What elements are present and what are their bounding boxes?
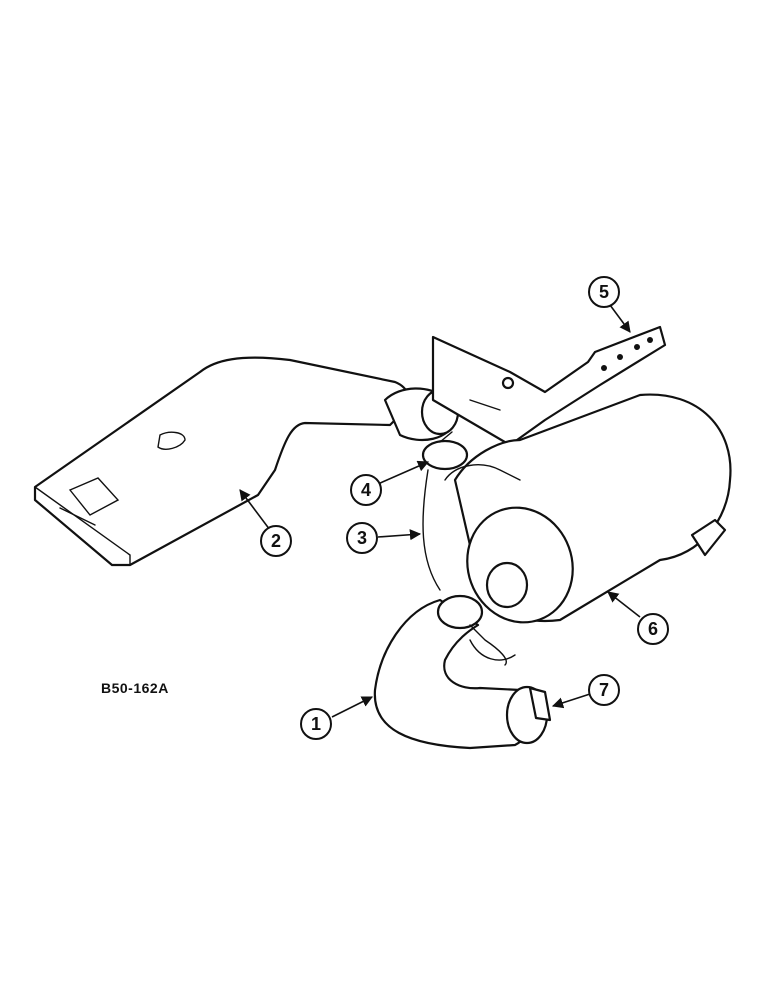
hose-clamp-upper	[421, 431, 469, 471]
callout-label-5: 5	[599, 282, 609, 302]
drawing-reference-code: B50-162A	[101, 680, 169, 696]
callout-label-3: 3	[357, 528, 367, 548]
callout-label-6: 6	[648, 619, 658, 639]
callout-4: 4	[350, 474, 382, 506]
callout-3: 3	[346, 522, 378, 554]
callout-label-7: 7	[599, 680, 609, 700]
leader-line-1	[331, 696, 374, 718]
leader-line-3	[377, 529, 422, 541]
leader-line-7	[551, 693, 591, 709]
callout-2: 2	[260, 525, 292, 557]
callout-6: 6	[637, 613, 669, 645]
callout-5: 5	[588, 276, 620, 308]
leader-line-2	[239, 489, 271, 531]
callout-1: 1	[300, 708, 332, 740]
hose-clamp-lower	[505, 685, 552, 745]
air-cleaner	[444, 393, 732, 624]
leader-line-6	[607, 591, 641, 618]
callout-label-2: 2	[271, 531, 281, 551]
callout-7: 7	[588, 674, 620, 706]
leader-line-4	[377, 460, 430, 485]
vacuator-tube	[422, 469, 441, 591]
callout-label-1: 1	[311, 714, 321, 734]
callout-label-4: 4	[361, 480, 371, 500]
mounting-bracket	[431, 325, 667, 447]
leader-line-5	[609, 304, 631, 333]
